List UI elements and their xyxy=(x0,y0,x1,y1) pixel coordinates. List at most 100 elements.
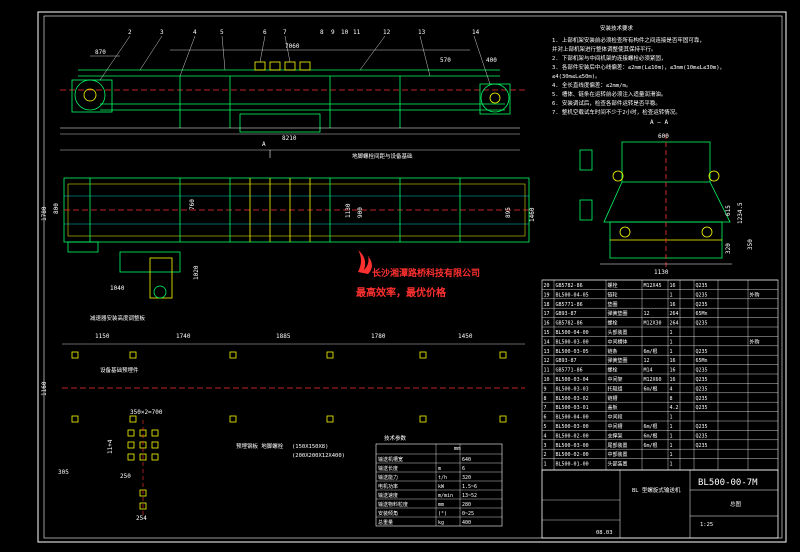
note-line-8: 6. 安装调试后，检查各部件运转是否平稳。 xyxy=(552,99,661,107)
dim-870: 870 xyxy=(95,49,106,56)
bom-cell: 4.2 xyxy=(670,405,679,411)
bom-cell: 头部装置 xyxy=(608,461,628,468)
bom-cell: 链槽 xyxy=(608,395,618,402)
bom-cell: 6m/根 xyxy=(644,442,658,449)
bom-cell: Q235 xyxy=(696,292,708,298)
bom-cell: BL500-03-01 xyxy=(556,405,589,411)
bom-cell: 7 xyxy=(544,405,547,411)
inner-frame xyxy=(43,15,783,539)
tech-param-cell: m/min xyxy=(438,493,453,499)
bom-cell: 螺栓 xyxy=(608,282,618,289)
dim-8210: 8210 xyxy=(282,135,297,142)
date: 08.03 xyxy=(596,530,613,536)
dim-1450: 1450 xyxy=(458,333,473,340)
tech-param-cell: 总重量 xyxy=(378,519,393,526)
bom-cell: Q235 xyxy=(696,283,708,289)
callout-leaders xyxy=(99,35,491,85)
callout-9: 9 xyxy=(331,29,335,36)
bom-cell: 20 xyxy=(544,283,550,289)
bom-cell: 8 xyxy=(670,396,673,402)
bom-cell: 18 xyxy=(544,302,550,308)
bom-cell: GB93-87 xyxy=(556,358,577,364)
bom-cell: 12 xyxy=(644,358,650,364)
red-note: 地脚螺栓间距与设备基础 xyxy=(352,152,413,160)
section-a-a-title: A — A xyxy=(650,119,668,126)
bom-cell: 17 xyxy=(544,311,550,317)
title-block: BL 型螺旋式输送机 BL500-00-7M 总图 1:25 08.03 xyxy=(541,469,779,539)
dim-1130-b: 1130 xyxy=(654,269,669,276)
callout-6: 6 xyxy=(263,29,267,36)
slogan: 最高效率，最优价格 xyxy=(356,286,447,299)
bom-cell: 1 xyxy=(670,339,673,345)
bom-cell: Q235 xyxy=(696,368,708,374)
bom-cell: 中间架 xyxy=(608,376,623,383)
bom-cell: 65Mn xyxy=(696,311,708,317)
flame-logo-icon xyxy=(358,250,372,274)
bom-cell: 10 xyxy=(544,377,550,383)
callout-7: 7 xyxy=(283,29,287,36)
note-line-4: 3. 各部件安装后中心线偏差：≤2mm(L≤10m)，≤3mm(10m≤L≤30… xyxy=(552,63,725,71)
bom-cell: BL500-04-05 xyxy=(556,292,589,298)
bom-cell: 13 xyxy=(544,349,550,355)
dim-900: 900 xyxy=(357,207,364,218)
bom-cell: BL500-03-02 xyxy=(556,396,589,402)
technical-notes: 安装技术要求 1. 上部机架安装前必须检查所有构件之间连接是否牢固可靠， 并对上… xyxy=(552,24,725,116)
tech-param-cell: 输送机槽宽 xyxy=(378,456,403,463)
tech-param-cell: 640 xyxy=(462,457,471,463)
bom-cell: M12X60 xyxy=(644,377,662,383)
tech-param-cell: kW xyxy=(438,484,445,490)
tech-param-cell: 0~25 xyxy=(462,511,474,517)
dim-1780: 1780 xyxy=(41,206,48,221)
annotation-foundation: 设备基础预埋件 xyxy=(100,366,139,374)
dim-615: 615 xyxy=(725,205,732,216)
callout-14: 14 xyxy=(472,29,480,36)
tech-params-title: 技术参数 xyxy=(384,434,407,442)
bom-cell: 弹簧垫圈 xyxy=(608,357,628,364)
bom-cell: 垫圈 xyxy=(608,301,618,308)
top-dimensions: 870 7060 570 400 8210 xyxy=(90,43,497,142)
bom-cell: Q235 xyxy=(696,405,708,411)
bom-cell: 中间段 xyxy=(608,414,623,421)
company-name: 长沙湘潭路桥科技有限公司 xyxy=(372,267,480,279)
bom-cell: BL500-04-00 xyxy=(556,415,589,421)
bom-cell: 支撑架 xyxy=(608,432,623,439)
bom-cell: Q235 xyxy=(696,349,708,355)
tech-param-cell: 安装倾角 xyxy=(378,510,398,517)
bom-cell: 外购 xyxy=(750,338,760,345)
dim-895: 895 xyxy=(505,207,512,218)
dim-350x2: 350×2=700 xyxy=(130,409,163,416)
note-line-9: 7. 整机空载试车时间不少于2小时，检查运转情况。 xyxy=(552,108,681,116)
note-line-1: 1. 上部机架安装前必须检查所有构件之间连接是否牢固可靠， xyxy=(552,36,705,44)
bom-cell: 6m/根 xyxy=(644,432,658,439)
tech-param-cell: 6 xyxy=(462,466,465,472)
callout-5: 5 xyxy=(220,29,224,36)
tech-param-cell: 电机功率 xyxy=(378,483,398,490)
tech-param-cell: t/h xyxy=(438,475,447,481)
bom-cell: BL500-03-04 xyxy=(556,377,589,383)
dim-1020: 1020 xyxy=(193,265,200,280)
bom-cell: 1 xyxy=(670,292,673,298)
sheet-label: 总图 xyxy=(730,500,742,508)
bom-cell: Q235 xyxy=(696,321,708,327)
note-line-3: 2. 下部机架与中间机架的连接螺栓必须紧固， xyxy=(552,54,666,62)
tech-param-cell: 1.5~6 xyxy=(462,484,477,490)
bom-cell: BL500-03-03 xyxy=(556,386,589,392)
dim-320: 320 xyxy=(725,243,732,254)
tech-param-cell: 400 xyxy=(462,520,471,526)
tech-param-cell: (°) xyxy=(438,511,447,517)
bom-cell: 4 xyxy=(670,386,673,392)
bom-cell: 11 xyxy=(544,368,550,374)
bom-cell: BL500-03-00 xyxy=(556,443,589,449)
dim-1160: 1160 xyxy=(41,381,48,396)
plan-dimensions: 1780 800 760 1130 900 895 1460 1040 1020 xyxy=(41,199,536,292)
bom-cell: 螺栓 xyxy=(608,320,618,327)
bom-cell: 4 xyxy=(544,433,547,439)
bom-cell: Q235 xyxy=(696,443,708,449)
dim-1130: 1130 xyxy=(345,203,352,218)
bom-cell: BL500-03-00 xyxy=(556,424,589,430)
callout-13: 13 xyxy=(418,29,426,36)
company-logo: 长沙湘潭路桥科技有限公司 最高效率，最优价格 xyxy=(356,250,480,299)
